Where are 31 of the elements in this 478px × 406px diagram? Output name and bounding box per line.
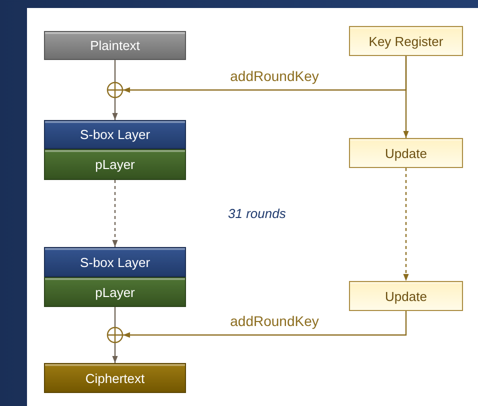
arrow	[403, 56, 409, 138]
box-label: Update	[385, 288, 427, 304]
box-label: S-box Layer	[80, 127, 150, 142]
box-label: Key Register	[368, 34, 444, 48]
arrow	[112, 98, 118, 120]
edge-label: addRoundKey	[228, 68, 321, 84]
arrow	[403, 168, 409, 281]
arrow	[123, 311, 407, 338]
box-label: pLayer	[95, 157, 135, 172]
input-box	[44, 31, 186, 60]
process-box	[44, 149, 186, 180]
box-label: Ciphertext	[85, 370, 145, 386]
process-box	[44, 277, 186, 307]
xor-symbol	[107, 327, 123, 343]
process-box	[44, 247, 186, 277]
box-label: Plaintext	[90, 38, 140, 53]
process-box	[349, 138, 463, 168]
box-label: pLayer	[95, 284, 135, 300]
arrow	[112, 343, 118, 363]
key-box	[349, 26, 463, 56]
process-box	[44, 120, 186, 149]
box-label: Update	[385, 146, 427, 160]
round-count-note: 31 rounds	[228, 206, 286, 221]
process-box	[349, 281, 463, 311]
box-label: S-box Layer	[80, 254, 150, 270]
arrow	[112, 180, 118, 247]
xor-symbol	[107, 82, 123, 98]
edge-label: addRoundKey	[228, 313, 321, 329]
output-box	[44, 363, 186, 393]
connector-line	[114, 307, 116, 327]
connector-line	[114, 60, 116, 82]
